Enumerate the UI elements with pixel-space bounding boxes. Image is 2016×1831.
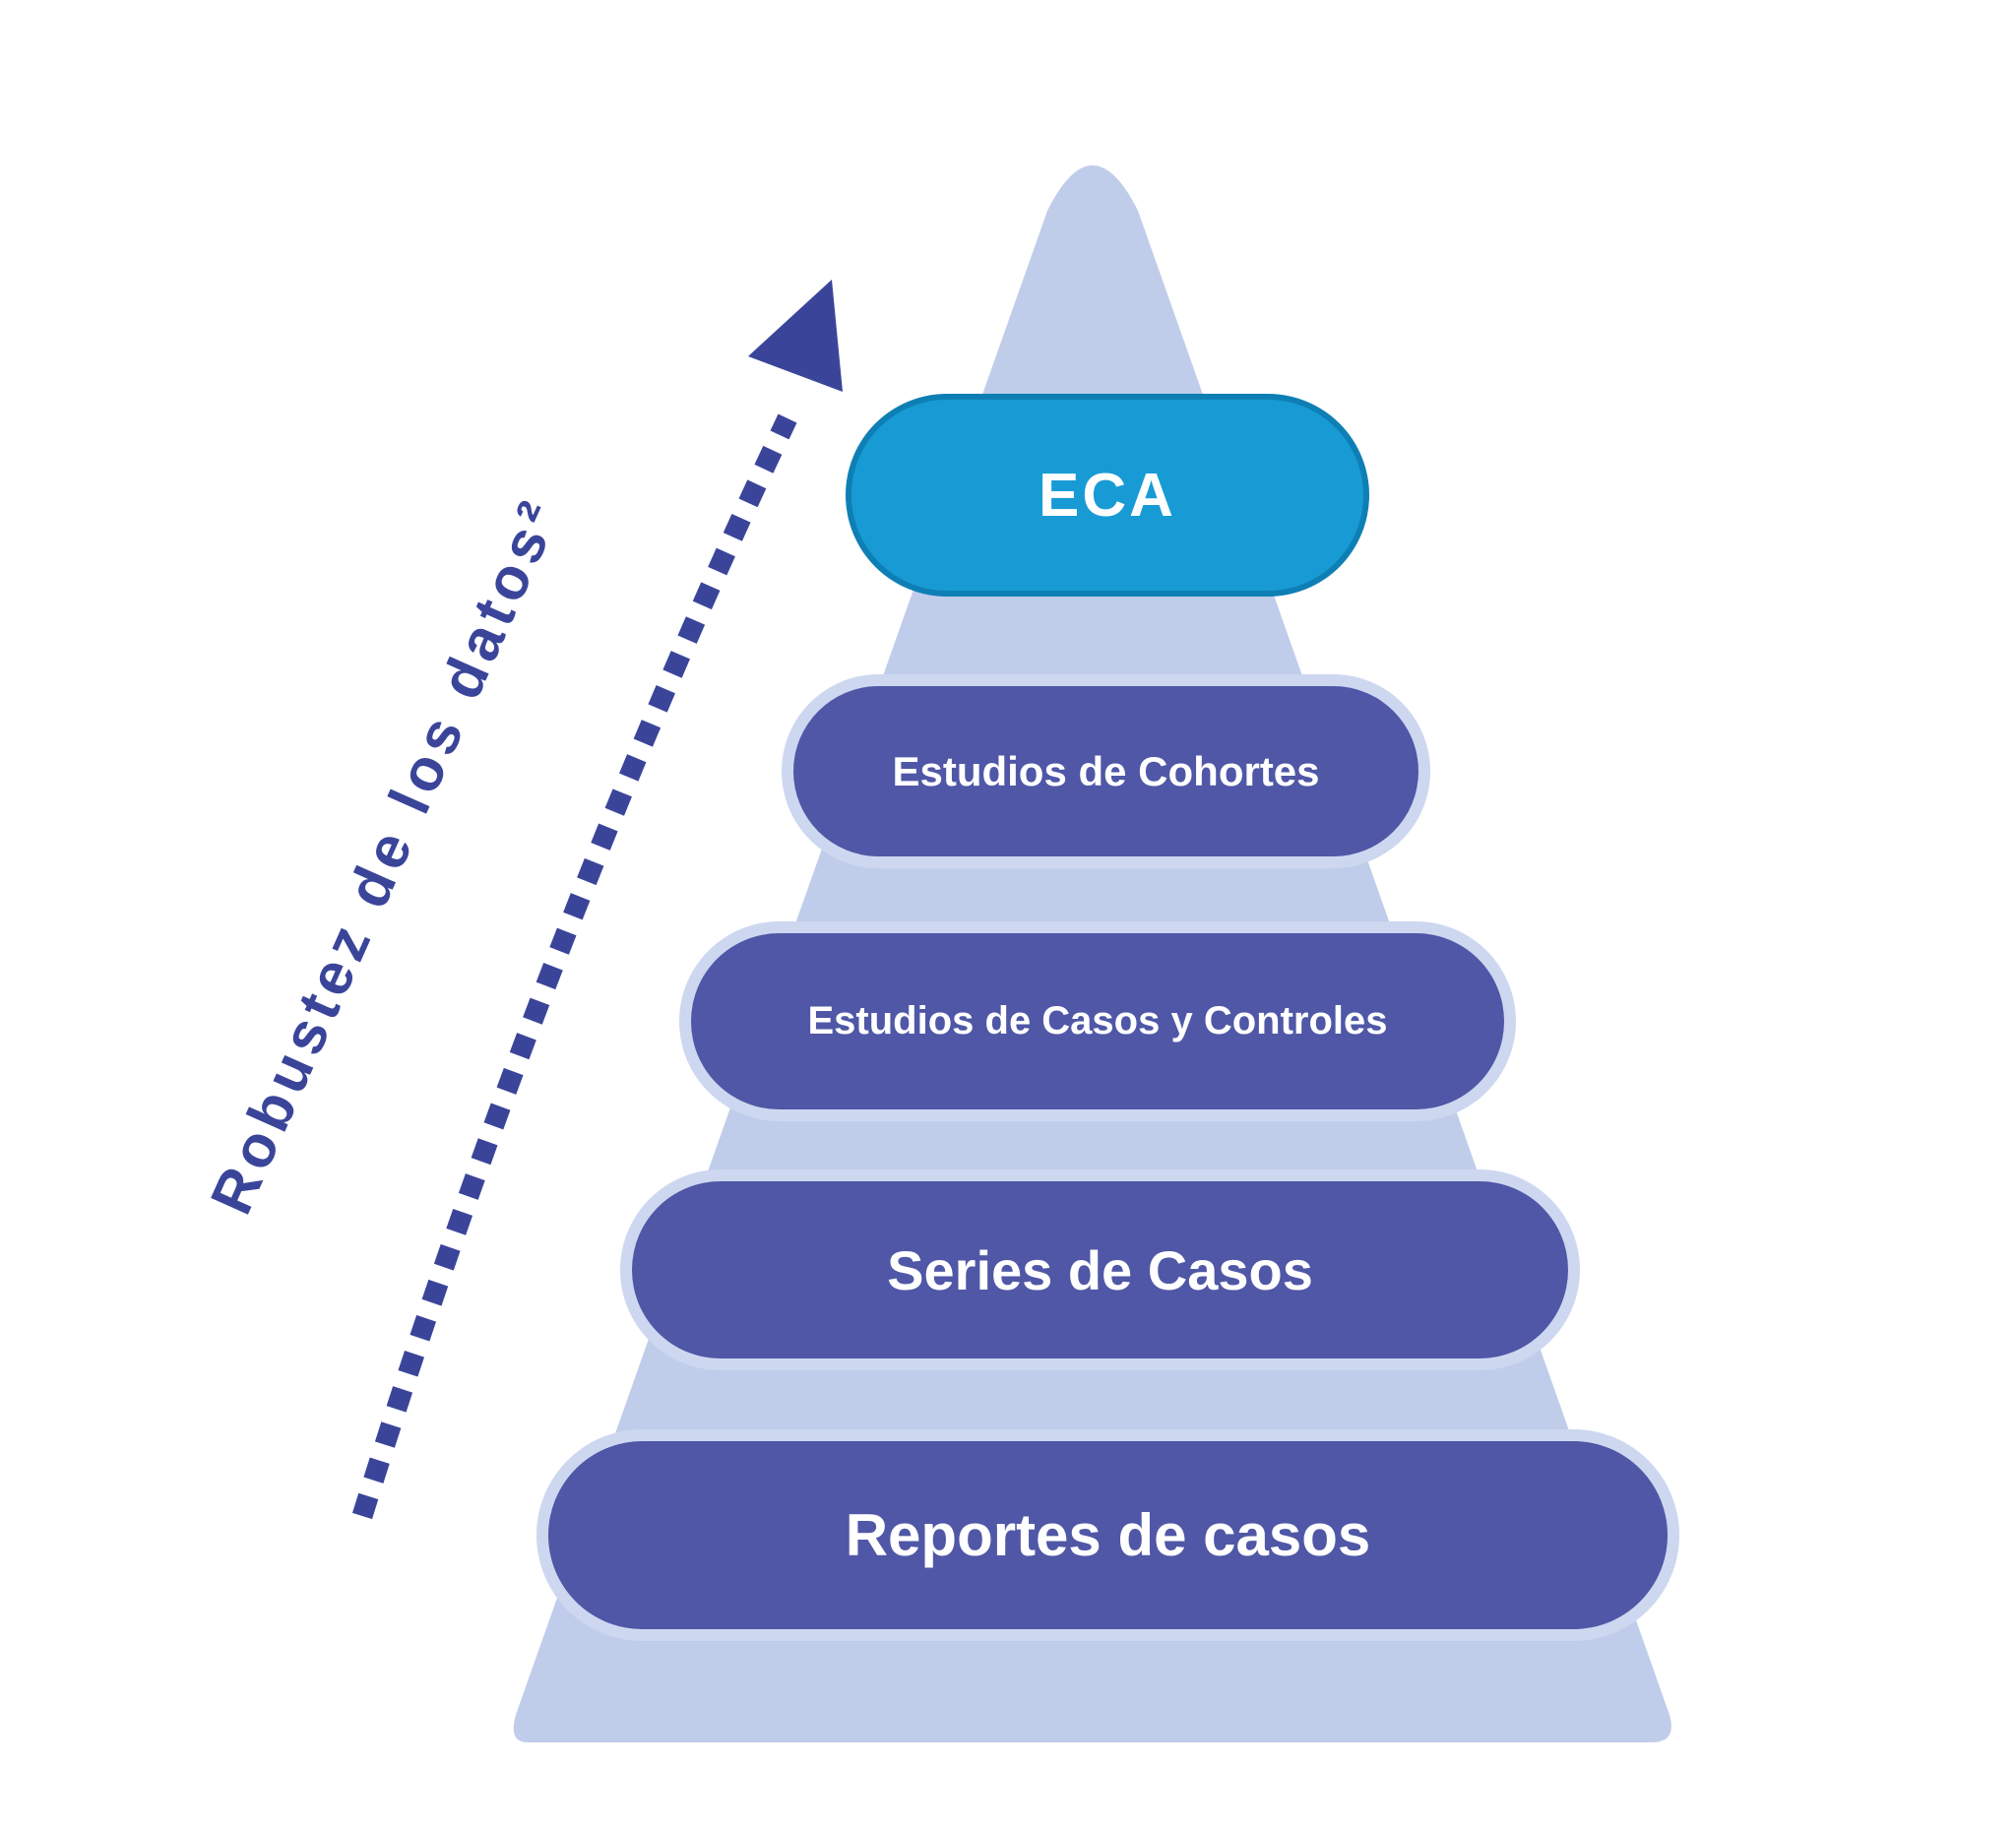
pyramid-level-reportes-de-casos: Reportes de casos bbox=[548, 1441, 1668, 1629]
pyramid-level-series-de-casos-label: Series de Casos bbox=[887, 1238, 1313, 1301]
pyramid-level-estudios-cohortes: Estudios de Cohortes bbox=[793, 686, 1418, 856]
pyramid-level-casos-y-controles-label: Estudios de Casos y Controles bbox=[807, 999, 1388, 1042]
pyramid-level-estudios-cohortes-label: Estudios de Cohortes bbox=[892, 747, 1320, 794]
pyramid-level-eca-label: ECA bbox=[1039, 461, 1176, 530]
pyramid-level-casos-y-controles: Estudios de Casos y Controles bbox=[691, 933, 1504, 1109]
pyramid-level-series-de-casos: Series de Casos bbox=[632, 1181, 1568, 1358]
pyramid-level-eca: ECA bbox=[851, 400, 1363, 591]
pyramid-level-reportes-de-casos-label: Reportes de casos bbox=[845, 1502, 1371, 1568]
arrow-head-icon bbox=[748, 280, 843, 392]
